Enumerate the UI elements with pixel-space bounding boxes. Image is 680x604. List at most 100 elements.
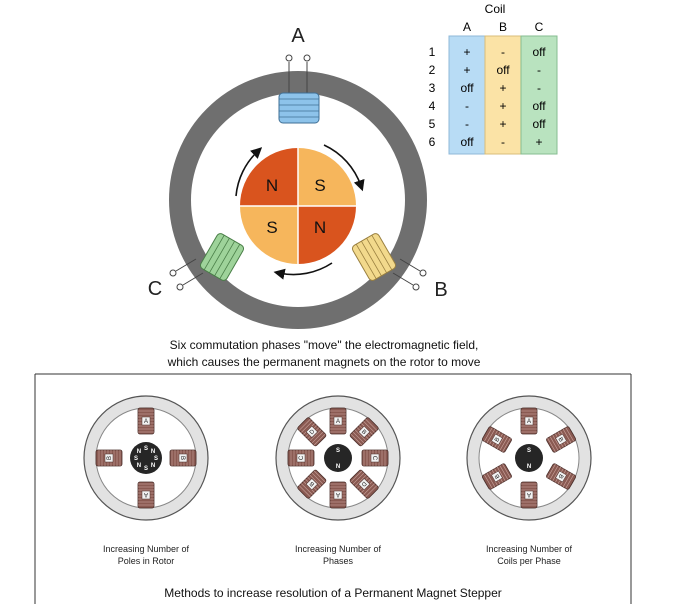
rotor-pole-label: S [314, 176, 325, 195]
coil-phase-letter: B [557, 473, 564, 479]
rotor-pole-letter: S [527, 448, 531, 454]
step-number: 5 [429, 117, 436, 131]
rotor-pole-letter: S [144, 446, 148, 452]
col-header: A [463, 20, 471, 34]
rotor-pole-tr [298, 148, 356, 206]
step-number: 6 [429, 135, 436, 149]
mini-coil: C [287, 449, 315, 467]
step-number: 1 [429, 45, 436, 59]
coil-c [199, 233, 245, 281]
rotor-pole-label: N [266, 176, 278, 195]
mini-coil: A [520, 407, 538, 435]
coil-phase-letter: A [336, 419, 340, 425]
rotor-pole-letter: N [137, 449, 141, 455]
panel-footer: Methods to increase resolution of a Perm… [164, 586, 502, 600]
mini-rotor [130, 442, 162, 474]
coil-state-cell: off [496, 63, 510, 77]
coil-b [351, 233, 397, 281]
mini-coil: B [169, 449, 197, 467]
mini-rotor [515, 444, 543, 472]
coil-phase-letter: D [359, 480, 367, 488]
coil-state-cell: + [463, 45, 470, 59]
top-caption-line2: which causes the permanent magnets on th… [167, 355, 481, 369]
mini-coil: A [137, 481, 155, 509]
stepper-caption: Increasing Number of [103, 544, 190, 554]
coil-phase-letter: B [494, 473, 501, 479]
coil-state-cell: - [537, 81, 541, 95]
rotor-pole-letter: S [144, 466, 148, 472]
coil-a-label: A [291, 25, 305, 47]
coil-phase-letter: B [107, 456, 113, 460]
col-bg-b [484, 35, 522, 155]
coil-state-cell: - [537, 63, 541, 77]
coil-state-cell: - [501, 45, 505, 59]
coil-phase-letter: C [299, 455, 305, 460]
coil-state-cell: + [535, 135, 542, 149]
stepper-caption: Phases [323, 556, 354, 566]
coil-state-cell: - [465, 117, 469, 131]
col-bg-a [448, 35, 486, 155]
mini-coil: B [95, 449, 123, 467]
rotation-arrow [323, 144, 365, 192]
coil-state-cell: off [532, 117, 546, 131]
coil-state-cell: off [532, 45, 546, 59]
mini-coil: A [137, 407, 155, 435]
mini-coil: A [329, 407, 347, 435]
col-header: B [499, 20, 507, 34]
rotor-pole-label: S [266, 218, 277, 237]
rotor-pole-letter: N [137, 463, 141, 469]
motor-diagram: A C B [148, 25, 481, 369]
coil-state-cell: off [460, 135, 474, 149]
rotor-pole-letter: N [527, 464, 531, 470]
coil-state-cell: off [532, 99, 546, 113]
rotor-pole-letter: N [151, 463, 155, 469]
top-caption-line1: Six commutation phases "move" the electr… [170, 338, 479, 352]
stepper-caption: Coils per Phase [497, 556, 561, 566]
rotor-pole-br [298, 206, 356, 264]
coil-a [278, 54, 320, 124]
mini-coil: B [546, 426, 576, 453]
coil-c-label: C [148, 278, 162, 300]
col-bg-c [520, 35, 558, 155]
mini-coil: D [297, 417, 327, 447]
stepper-caption: Increasing Number of [486, 544, 573, 554]
coil-b-label: B [434, 279, 447, 301]
coil-phase-letter: A [527, 419, 531, 425]
rotor-pole-label: N [314, 218, 326, 237]
rotor: N S S N [240, 148, 356, 264]
coil-phase-letter: A [144, 419, 148, 425]
coil-phase-letter: A [144, 491, 148, 497]
mini-coil: A [520, 481, 538, 509]
coil-phase-letter: B [557, 437, 564, 443]
coil-phase-letter: B [494, 437, 501, 443]
coil-phase-letter: A [527, 491, 531, 497]
coil-state-cell: + [499, 99, 506, 113]
mini-coil: B [297, 469, 327, 499]
step-number: 3 [429, 81, 436, 95]
coil-phase-letter: B [179, 456, 185, 460]
coil-table: Coil A B C 1 + - off 2 + off - 3 off + - 4 - + off 5 - + of… [429, 2, 558, 155]
coil-table-title: Coil [485, 2, 506, 16]
mini-rotor [324, 444, 352, 472]
mini-coil: A [329, 481, 347, 509]
stepper-caption: Poles in Rotor [118, 556, 175, 566]
step-number: 2 [429, 63, 436, 77]
coil-phase-letter: C [371, 456, 377, 461]
col-header: C [535, 20, 544, 34]
mini-coil: B [482, 426, 512, 453]
step-number: 4 [429, 99, 436, 113]
coil-state-cell: + [499, 81, 506, 95]
rotation-arrow [235, 147, 263, 197]
coil-state-cell: - [465, 99, 469, 113]
coil-state-cell: off [460, 81, 474, 95]
coil-state-cell: + [499, 117, 506, 131]
coil-phase-letter: B [309, 480, 316, 487]
coil-state-cell: - [501, 135, 505, 149]
coil-state-cell: + [463, 63, 470, 77]
rotor-pole-letter: N [151, 449, 155, 455]
mini-coil: B [349, 417, 379, 447]
rotor-pole-letter: S [154, 456, 158, 462]
